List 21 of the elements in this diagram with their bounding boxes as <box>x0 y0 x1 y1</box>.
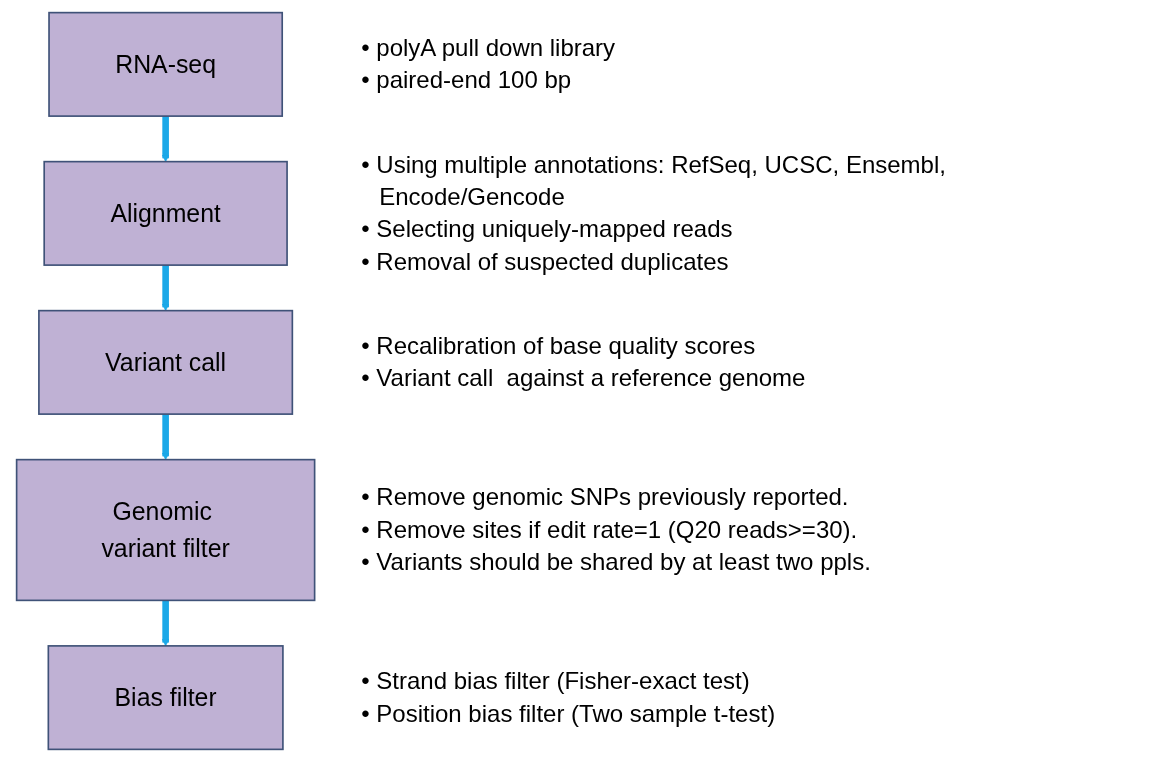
arrow <box>162 265 170 311</box>
node-box: RNA-seq <box>48 11 284 117</box>
arrow <box>162 414 170 460</box>
bullet-text: • Variant call against a reference genome <box>361 363 807 394</box>
bullet-text: • Selecting uniquely-mapped reads <box>361 214 734 245</box>
node-box: Alignment <box>43 160 288 266</box>
arrow <box>162 600 170 647</box>
bullet-text: • paired-end 100 bp <box>361 65 573 96</box>
bullet-text: • Position bias filter (Two sample t-test) <box>361 698 777 729</box>
node-box: Bias filter <box>47 645 284 751</box>
node-box: Genomic variant filter <box>15 458 316 602</box>
node-box: Variant call <box>38 309 294 415</box>
bullet-text: • Variants should be shared by at least two ppls. <box>361 547 872 578</box>
bullet-text: • Strand bias filter (Fisher-exact test) <box>361 666 751 697</box>
bullet-text: • Using multiple annotations: RefSeq, UCSC, Ensembl, Encode/Gencode <box>361 149 947 212</box>
bullet-text: • Remove sites if edit rate=1 (Q20 reads>=30). <box>361 514 859 545</box>
bullet-text: • Removal of suspected duplicates <box>361 246 730 277</box>
bullet-text: • Recalibration of base quality scores <box>361 330 757 361</box>
bullet-text: • polyA pull down library <box>361 32 617 63</box>
bullet-text: • Remove genomic SNPs previously reported. <box>361 482 850 513</box>
arrow <box>162 116 170 162</box>
